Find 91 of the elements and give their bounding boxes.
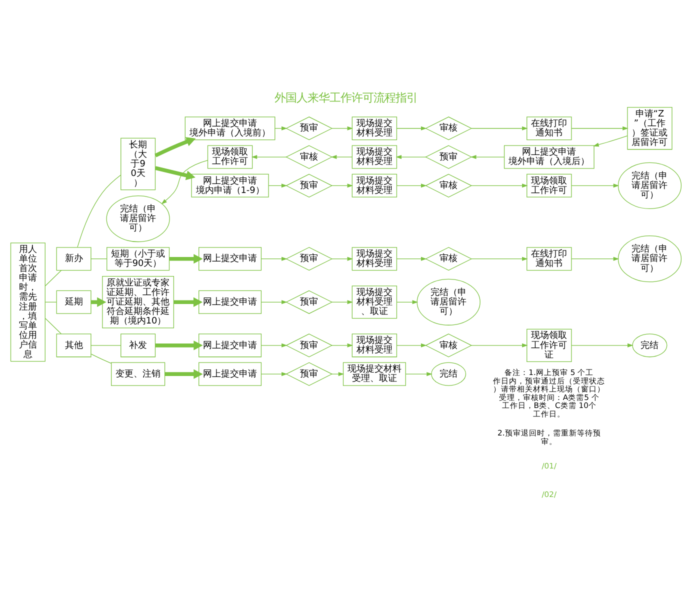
node-ellipse: 完结（申请居留许可） — [618, 162, 682, 209]
arrow — [571, 256, 620, 261]
node-box: 延期 — [56, 290, 92, 314]
node-box: 现场提交材料受理 — [352, 334, 398, 358]
arrow — [261, 256, 288, 261]
connector — [44, 318, 62, 334]
node-box: 网上提交申请 — [198, 362, 262, 386]
node-box: 网上提交申请 境外申请（入境前） — [184, 116, 276, 140]
diagram-title: 外国人来华工作许可流程指引 — [274, 90, 418, 104]
arrow — [571, 126, 628, 130]
node-box: 用人单位首次申请时，需先注册，填写单位用户信息 — [10, 242, 46, 362]
arrow — [471, 256, 528, 261]
arrow — [268, 184, 288, 188]
arrow — [332, 372, 344, 376]
node-diamond: 预审 — [286, 247, 333, 271]
node-diamond: 预审 — [286, 174, 333, 198]
connector — [90, 354, 112, 364]
arrow — [332, 300, 353, 304]
connector — [44, 270, 62, 286]
node-diamond: 预审 — [286, 334, 333, 358]
arrow — [169, 254, 203, 264]
arrow — [396, 126, 427, 130]
node-box: 申请“Z”（工作）签证或居留许可 — [627, 107, 672, 150]
arrow — [155, 340, 203, 350]
arrow — [161, 160, 208, 204]
arrow — [331, 155, 352, 160]
node-box: 在线打印通知书 — [526, 247, 572, 271]
node-box: 其他 — [56, 334, 92, 358]
node-box: 现场提交材料受理 — [352, 116, 398, 140]
arrow — [396, 184, 427, 188]
node-box: 现场提交材料受理 — [352, 145, 398, 169]
arrow — [571, 184, 620, 188]
node-box: 补发 — [120, 334, 156, 358]
node-box: 现场提交材料受理、取证 — [352, 286, 398, 319]
arrow — [332, 184, 353, 188]
node-ellipse: 完结（申请居留许可） — [618, 236, 682, 282]
arrow — [174, 297, 203, 307]
node-box: 网上提交申请 — [198, 290, 262, 314]
node-ellipse: 完结（申请居留许可） — [106, 195, 170, 242]
node-diamond: 审核 — [425, 116, 472, 140]
arrow — [470, 155, 504, 160]
arrow — [471, 343, 528, 348]
node-box: 现场提交材料受理 — [352, 247, 398, 271]
node-box: 短期（小于或等于90天） — [106, 247, 170, 271]
node-diamond: 预审 — [286, 116, 333, 140]
node-ellipse: 完结 — [431, 362, 466, 386]
node-ellipse: 完结 — [632, 334, 668, 358]
arrow — [396, 256, 427, 261]
node-box: 现场提交材料受理 — [352, 174, 398, 198]
node-diamond: 预审 — [286, 290, 333, 314]
arrow — [396, 343, 427, 348]
arrow — [471, 184, 528, 188]
node-box: 网上提交申请 — [198, 334, 262, 358]
node-box: 现场领取工作许可 — [207, 145, 253, 169]
node-box: 新办 — [56, 247, 92, 271]
node-diamond: 审核 — [425, 334, 472, 358]
arrow — [571, 343, 634, 348]
arrow — [261, 300, 288, 304]
connector — [90, 345, 122, 346]
node-box: 网上提交申请 境外申请（入境后） — [504, 145, 594, 169]
node-diamond: 预审 — [286, 362, 333, 386]
arrow — [396, 300, 418, 304]
arrow — [154, 137, 196, 158]
node-box: 网上提交申请 — [198, 247, 262, 271]
arrow — [593, 136, 628, 147]
arrow — [251, 155, 287, 160]
node-box: 长期 （大于90天） — [120, 138, 156, 190]
arrow — [164, 369, 203, 379]
arrow — [405, 372, 432, 376]
arrow — [396, 155, 426, 160]
arrow — [261, 372, 288, 376]
arrow — [332, 126, 353, 130]
node-ellipse: 完结（申请居留许可） — [416, 278, 480, 326]
connector — [77, 174, 122, 248]
node-box: 现场提交材料受理、取证 — [342, 362, 406, 386]
node-box: 现场领取工作许可 — [526, 174, 572, 198]
node-diamond: 审核 — [425, 247, 472, 271]
node-diamond: 审核 — [425, 174, 472, 198]
node-box: 原就业证或专家证延期、工作许可证延期、其他符合延期条件延期（境内10） — [102, 276, 174, 328]
node-box: 现场领取工作许可证 — [526, 328, 572, 362]
node-diamond: 预审 — [425, 145, 472, 169]
connector — [90, 258, 108, 260]
arrow — [332, 343, 353, 348]
arrow — [261, 343, 288, 348]
arrow — [332, 256, 353, 261]
node-box: 变更、注销 — [111, 362, 166, 386]
arrow — [154, 166, 196, 180]
node-diamond: 审核 — [286, 145, 333, 169]
node-box: 网上提交申请 境内申请（1-9） — [191, 174, 269, 198]
arrow — [471, 126, 528, 130]
node-box: 在线打印通知书 — [526, 116, 572, 140]
